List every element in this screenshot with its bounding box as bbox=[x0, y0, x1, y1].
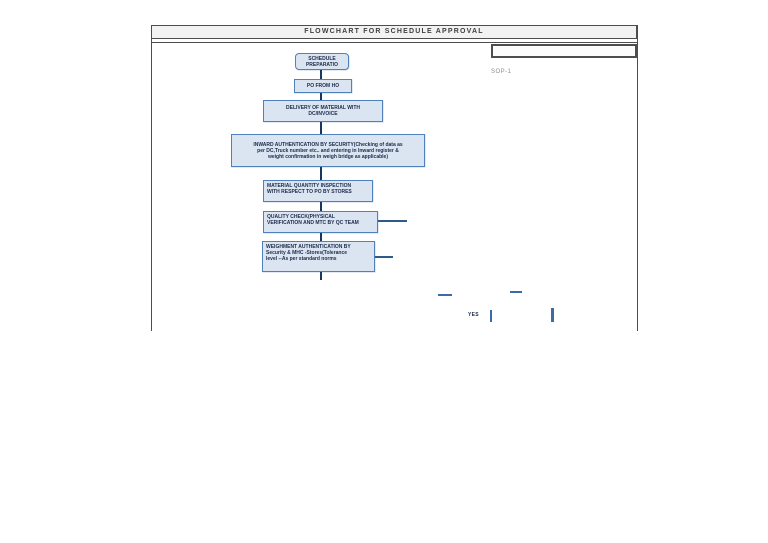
node-text-line: PO FROM HO bbox=[306, 83, 340, 89]
flow-node-delivery: DELIVERY OF MATERIAL WITH DC/INVOICE bbox=[263, 100, 383, 122]
flow-node-schedule-preparation: SCHEDULE PREPARATIO bbox=[295, 53, 349, 70]
flow-node-po-from-ho: PO FROM HO bbox=[294, 79, 352, 93]
connector-down-1 bbox=[320, 70, 322, 79]
node-text-line: SCHEDULE bbox=[308, 55, 336, 62]
page-title-text: FLOWCHART FOR SCHEDULE APPROVAL bbox=[304, 28, 484, 35]
connector-down-6 bbox=[320, 233, 322, 241]
connector-fragment-dash-left bbox=[438, 294, 452, 296]
connector-down-3 bbox=[320, 122, 322, 134]
node-text-line: INWARD AUTHENTICATION BY SECURITY(Checki… bbox=[253, 141, 403, 148]
node-text-line: weight confirmation in weigh bridge as a… bbox=[267, 153, 388, 160]
yes-branch-label: YES bbox=[468, 312, 479, 318]
node-text-line: per DC,Truck number etc.. and entering i… bbox=[257, 147, 399, 154]
connector-down-5 bbox=[320, 202, 322, 211]
node-text-line: WITH RESPECT TO PO BY STORES bbox=[267, 189, 352, 195]
connector-down-7 bbox=[320, 272, 322, 280]
node-text-line: Security & MHC -Stores(Tolerance bbox=[266, 250, 348, 256]
connector-right-quality bbox=[378, 220, 407, 222]
flow-node-quality-check: QUALITY CHECK(PHYSICAL VERIFICATION AND … bbox=[263, 211, 378, 233]
flow-node-inward-authentication: INWARD AUTHENTICATION BY SECURITY(Checki… bbox=[231, 134, 425, 167]
doc-code-label: SOP-1 bbox=[491, 69, 512, 75]
connector-fragment-vertical-left bbox=[490, 310, 492, 322]
doc-reference-box bbox=[491, 44, 637, 58]
node-text-line: DELIVERY OF MATERIAL WITH bbox=[286, 105, 360, 111]
node-text-line: WEIGHMENT AUTHENTICATION BY bbox=[266, 244, 351, 250]
connector-down-2 bbox=[320, 93, 322, 100]
flow-node-weighment-authentication: WEIGHMENT AUTHENTICATION BY Security & M… bbox=[262, 241, 375, 272]
page-frame bbox=[151, 25, 638, 331]
node-text-line: MATERIAL QUANTITY INSPECTION bbox=[267, 183, 352, 189]
node-text-line: VERIFICATION AND MTC BY QC TEAM bbox=[267, 220, 359, 226]
connector-right-weighment bbox=[375, 256, 393, 258]
header-divider bbox=[151, 42, 637, 43]
connector-down-4 bbox=[320, 167, 322, 180]
node-text-line: DC/INVOICE bbox=[308, 111, 338, 117]
node-text-line: level --As per standard norms bbox=[266, 256, 337, 262]
node-text-line: QUALITY CHECK(PHYSICAL bbox=[267, 214, 335, 220]
connector-fragment-vertical-right bbox=[551, 308, 554, 322]
flow-node-material-quantity-inspection: MATERIAL QUANTITY INSPECTION WITH RESPEC… bbox=[263, 180, 373, 202]
node-text-line: PREPARATIO bbox=[305, 61, 339, 68]
connector-fragment-dash-right bbox=[510, 291, 522, 293]
page-title: FLOWCHART FOR SCHEDULE APPROVAL bbox=[151, 25, 637, 39]
